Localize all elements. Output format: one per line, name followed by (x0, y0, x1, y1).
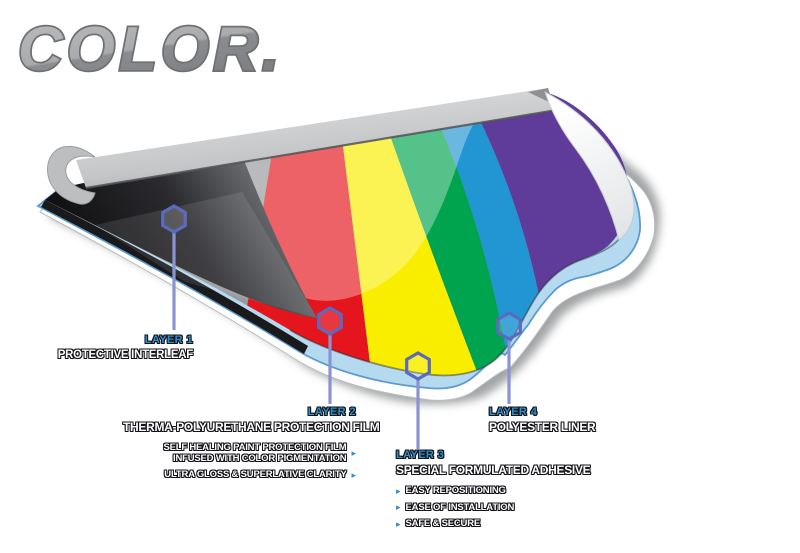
layer3-item2: EASE OF INSTALLATION (405, 501, 515, 513)
layer1-title: PROTECTIVE INTERLEAF (57, 349, 194, 361)
layer2-item1-line2: INFUSED WITH COLOR PIGMENTATION (173, 452, 347, 464)
layer1-marker (161, 204, 187, 330)
layer3-hexagon-icon (405, 351, 431, 381)
list-item: ▸ EASE OF INSTALLATION (396, 501, 590, 514)
band-corner-fold (528, 88, 553, 104)
stripe-green (384, 112, 510, 376)
layer1-label-block: LAYER 1 PROTECTIVE INTERLEAF (20, 334, 194, 362)
markers (161, 204, 522, 449)
stripe-yellow (340, 118, 486, 376)
layer2-tag: LAYER 2 (307, 406, 356, 418)
layer2-marker (317, 306, 343, 404)
layer3-label-block: LAYER 3 SPECIAL FORMULATED ADHESIVE ▸ EA… (396, 449, 591, 530)
layer3-marker (405, 351, 431, 449)
layer4-title: POLYESTER LINER (489, 420, 596, 434)
layer4-hexagon-icon (496, 311, 522, 341)
layer3-title: SPECIAL FORMULATED ADHESIVE (396, 463, 591, 477)
layer1-hexagon-icon (161, 204, 187, 234)
bullet-icon: ▸ (351, 469, 356, 480)
layer2-hexagon-icon (317, 306, 343, 336)
interleaf-curl (47, 145, 96, 205)
layer3-item3: SAFE & SECURE (405, 518, 481, 529)
bullet-icon: ▸ (396, 502, 401, 513)
layer4-tag: LAYER 4 (489, 406, 538, 418)
layer4-label-block: LAYER 4 POLYESTER LINER (489, 406, 596, 434)
layer2-item1-line1: SELF HEALING PAINT PROTECTION FILM (163, 442, 347, 453)
list-item: SELF HEALING PAINT PROTECTION FILM INFUS… (123, 442, 356, 464)
logo-text: COLOR. (18, 15, 283, 84)
layer2-item2-line1: ULTRA GLOSS & SUPERLATIVE CLARITY (164, 469, 347, 480)
list-item: ULTRA GLOSS & SUPERLATIVE CLARITY ▸ (123, 469, 356, 481)
layer2-label-block: LAYER 2 THERMA-POLYURETHANE PROTECTION F… (123, 406, 380, 481)
stripe-blue (434, 108, 540, 376)
bullet-icon: ▸ (396, 485, 401, 496)
layer3-tag: LAYER 3 (396, 449, 445, 461)
list-item: ▸ EASY REPOSITIONING (396, 485, 590, 497)
bullet-icon: ▸ (351, 448, 356, 458)
layer2-items: SELF HEALING PAINT PROTECTION FILM INFUS… (123, 442, 356, 481)
interleaf-top-band (76, 88, 557, 188)
color-logo: COLOR. (16, 13, 283, 86)
list-item: ▸ SAFE & SECURE (396, 518, 590, 530)
bullet-icon: ▸ (396, 518, 401, 529)
layer2-title: THERMA-POLYURETHANE PROTECTION FILM (123, 420, 380, 434)
layer3-items: ▸ EASY REPOSITIONING ▸ EASE OF INSTALLAT… (396, 485, 590, 530)
band-bottom-edge (85, 108, 558, 190)
layer4-marker (496, 311, 522, 404)
interleaf-sheen (95, 192, 317, 318)
layer3-item1: EASY REPOSITIONING (405, 485, 506, 496)
peel-underside-wedge (544, 90, 635, 241)
layer1-tag: LAYER 1 (144, 334, 193, 346)
protective-interleaf-sheet (45, 150, 317, 318)
